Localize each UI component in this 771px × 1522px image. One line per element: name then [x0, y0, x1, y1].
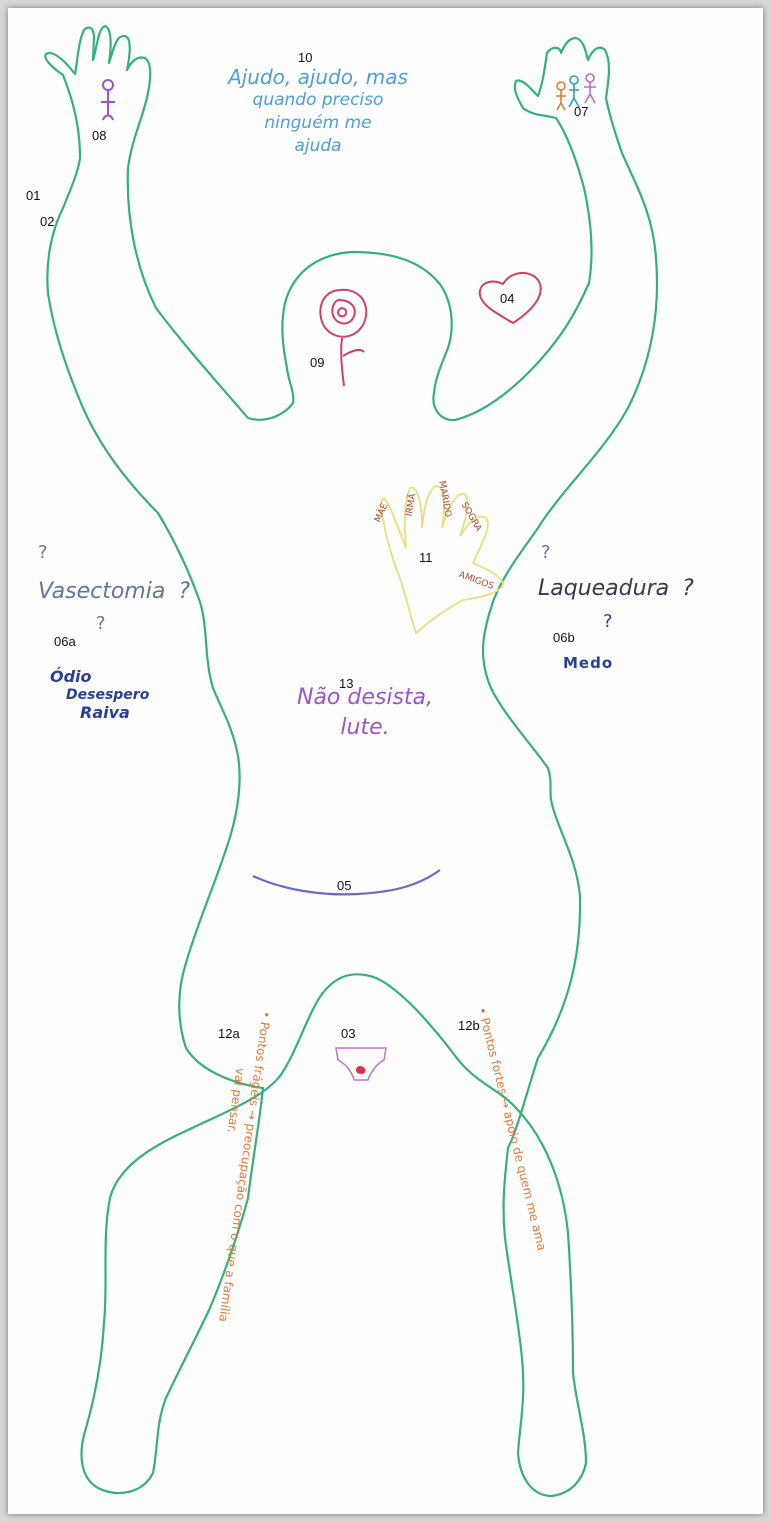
- female-figure-icon: [101, 80, 115, 120]
- label-07: 07: [574, 104, 588, 119]
- feeling-raiva: Raiva: [80, 704, 149, 722]
- question-mark: ?: [541, 542, 551, 563]
- label-06b: 06b: [553, 630, 575, 645]
- body-outline: [45, 26, 657, 1496]
- center-line-1: Não desista,: [280, 683, 450, 713]
- center-message: Não desista, lute.: [280, 683, 450, 743]
- label-10: 10: [298, 50, 312, 65]
- rose-icon: [320, 290, 366, 386]
- label-11: 11: [419, 550, 433, 565]
- center-line-2: lute.: [280, 713, 450, 743]
- body-map-sheet: 01 02 03 04 05 06a 06b 07 08 09 10 11 12…: [8, 8, 763, 1514]
- underwear-icon: [336, 1048, 386, 1080]
- vasectomia-word: Vasectomia: [38, 579, 165, 604]
- ajudo-line-3: ninguém me: [198, 112, 438, 135]
- question-mark: ?: [38, 542, 48, 563]
- question-mark: ?: [96, 613, 106, 634]
- feeling-desespero: Desespero: [66, 686, 149, 704]
- label-05: 05: [337, 878, 351, 893]
- feeling-medo: Medo: [563, 654, 613, 672]
- ajudo-line-2: quando preciso: [198, 89, 438, 112]
- ajudo-line-1: Ajudo, ajudo, mas: [198, 66, 438, 89]
- question-mark: ?: [603, 611, 613, 632]
- laqueadura-text: Laqueadura ?: [538, 576, 694, 601]
- ajudo-text: Ajudo, ajudo, mas quando preciso ninguém…: [198, 66, 438, 158]
- label-04: 04: [500, 291, 514, 306]
- question-mark: ?: [682, 576, 694, 601]
- label-03: 03: [341, 1026, 355, 1041]
- left-feelings: Ódio Desespero Raiva: [46, 668, 149, 722]
- label-06a: 06a: [54, 634, 76, 649]
- body-map-drawing: [8, 8, 763, 1514]
- label-01: 01: [26, 188, 40, 203]
- vasectomia-text: Vasectomia ?: [38, 579, 190, 604]
- laqueadura-word: Laqueadura: [538, 576, 669, 601]
- label-02: 02: [40, 214, 54, 229]
- ajudo-line-4: ajuda: [198, 135, 438, 158]
- label-12b: 12b: [458, 1018, 480, 1033]
- label-09: 09: [310, 355, 324, 370]
- label-08: 08: [92, 128, 106, 143]
- question-mark: ?: [178, 579, 190, 604]
- feeling-odio: Ódio: [50, 668, 149, 686]
